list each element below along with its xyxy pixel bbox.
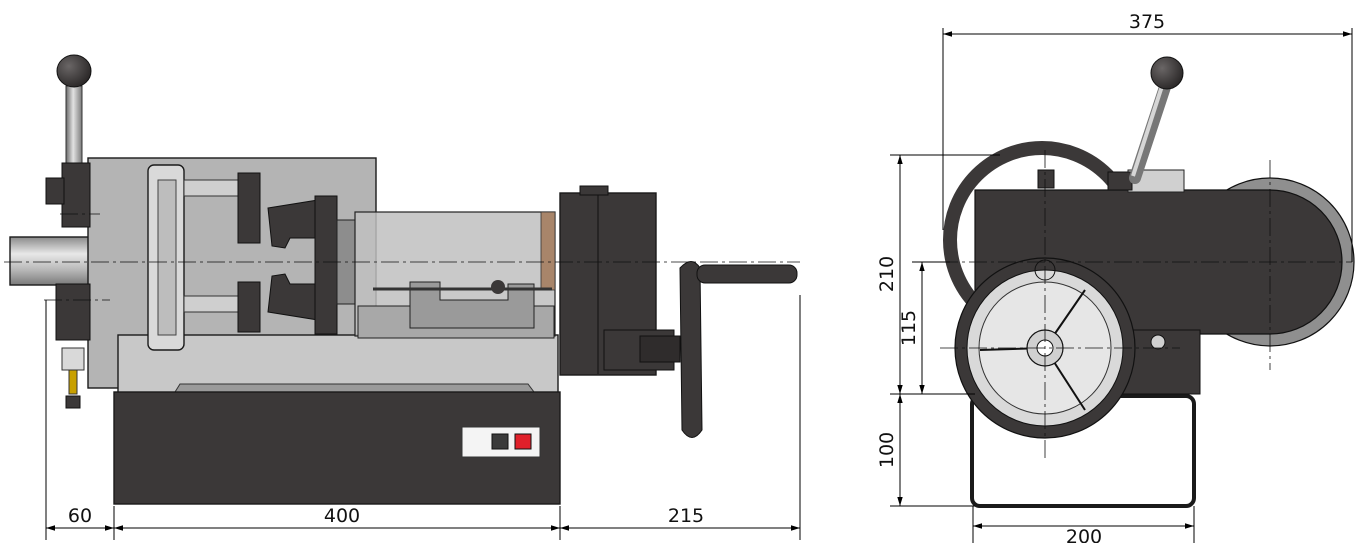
wheel-clamp [1037, 169, 1055, 189]
housing-base-groove [174, 383, 535, 393]
dim-text-stand-width: 200 [1066, 526, 1102, 543]
end-lever-highlight [1131, 85, 1164, 177]
cutter-holder [314, 195, 338, 335]
cover-edge-bronze [540, 211, 556, 291]
end-lever[interactable] [1129, 78, 1172, 184]
handwheel-rim[interactable] [679, 261, 703, 438]
stop-button[interactable] [491, 433, 509, 450]
top-bracket-dark [1107, 171, 1133, 191]
lever-handle[interactable] [65, 85, 83, 167]
gearbox-cap [579, 185, 609, 196]
handwheel-crank[interactable] [696, 264, 798, 284]
dim-text-base-length: 400 [324, 505, 360, 527]
end-lever-knob[interactable] [1150, 56, 1184, 90]
sensor-tip [68, 369, 78, 395]
lever-collar [45, 177, 65, 205]
clamp-flange-inner [157, 179, 177, 336]
side-view: 60 400 215 [4, 54, 801, 540]
end-view: 375 210 115 100 200 [876, 11, 1355, 543]
lower-clamp [55, 283, 91, 341]
lever-knob[interactable] [56, 54, 92, 88]
sensor-nut [65, 395, 81, 409]
guide-block-lower [237, 281, 261, 333]
dim-text-overall-width: 375 [1129, 11, 1165, 33]
dim-text-handwheel-overhang: 215 [668, 505, 704, 527]
dim-text-overall-height: 210 [876, 256, 898, 292]
dim-text-axis-height: 115 [898, 310, 920, 346]
lever-bracket [61, 162, 91, 228]
start-button[interactable] [514, 433, 532, 450]
handwheel-shaft [639, 335, 681, 363]
stop-knob[interactable] [491, 280, 505, 294]
dim-text-stand-height: 100 [876, 432, 898, 468]
sensor-body [61, 347, 85, 371]
small-fitting [1150, 334, 1166, 350]
guide-block-upper [237, 172, 261, 244]
dim-text-left-overhang: 60 [68, 505, 92, 527]
